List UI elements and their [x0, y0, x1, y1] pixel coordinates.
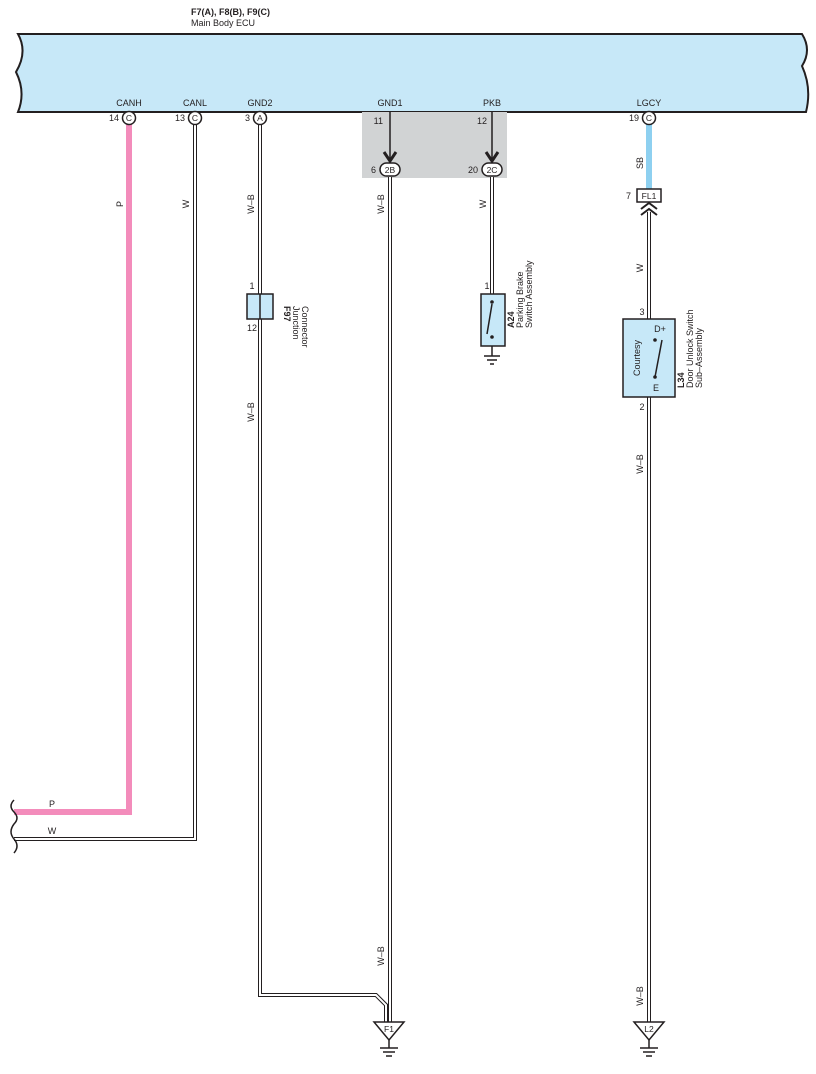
connector-2b: 2B: [379, 151, 401, 177]
pin-pkb-lower: 20: [468, 165, 478, 175]
pin-fl1: 7: [626, 191, 631, 201]
f97-line2: Connector: [300, 306, 310, 348]
l34-line1: Door Unlock Switch: [685, 309, 695, 388]
svg-text:C: C: [646, 113, 652, 123]
pin-lgcy: 19: [629, 113, 639, 123]
connector-canl: C: [187, 110, 203, 126]
wire-label-w-pkb: W: [478, 199, 488, 208]
svg-text:L2: L2: [644, 1024, 654, 1034]
ground-l2: L2: [632, 1021, 666, 1057]
svg-text:2B: 2B: [385, 165, 396, 175]
pin-pkb: 12: [477, 116, 487, 126]
connector-canh: C: [121, 110, 137, 126]
wire-label-w-fl1: W: [635, 263, 645, 272]
pin-gnd1-lower: 6: [371, 165, 376, 175]
wire-gnd2-outline: [258, 124, 388, 1024]
pin-canl: 13: [175, 113, 185, 123]
svg-text:C: C: [192, 113, 198, 123]
pin-f97-top: 1: [249, 281, 254, 291]
wire-label-p-vertical: P: [115, 201, 125, 207]
f97-code: F97: [282, 306, 292, 322]
svg-text:C: C: [126, 113, 132, 123]
svg-text:F1: F1: [384, 1024, 394, 1034]
pin-l34-top: 3: [639, 307, 644, 317]
pin-canh: 14: [109, 113, 119, 123]
terminal-gnd1: GND1: [377, 98, 402, 108]
l34-code: L34: [676, 372, 686, 388]
wire-canl-outline: [14, 124, 197, 841]
pin-a24: 1: [484, 281, 489, 291]
a24-line2: Switch Assembly: [524, 260, 534, 328]
parking-brake-switch-a24: [480, 293, 506, 365]
l34-e: E: [653, 383, 659, 393]
a24-code: A24: [506, 311, 516, 328]
ecu-name: Main Body ECU: [191, 18, 255, 28]
wire-label-w-horizontal: W: [48, 826, 57, 836]
wire-label-p-horizontal: P: [49, 799, 55, 809]
wire-canh-pink: [14, 124, 132, 815]
wire-break-mark: [10, 799, 18, 854]
svg-text:FL1: FL1: [642, 191, 657, 201]
terminal-pkb: PKB: [483, 98, 501, 108]
terminal-canh: CANH: [116, 98, 142, 108]
wire-label-sb: SB: [635, 157, 645, 169]
wire-label-wb-gnd1-upper: W–B: [376, 194, 386, 214]
ground-f1: F1: [372, 1021, 406, 1057]
connector-gnd2: A: [252, 110, 268, 126]
ecu-code: F7(A), F8(B), F9(C): [191, 7, 270, 17]
l34-line2: Sub–Assembly: [694, 327, 704, 388]
pin-f97-bottom: 12: [247, 323, 257, 333]
connector-lgcy: C: [641, 110, 657, 126]
junction-connector-f97: [246, 293, 274, 320]
wire-label-wb-gnd2-upper: W–B: [246, 194, 256, 214]
connector-fl1: FL1: [636, 188, 662, 216]
terminal-lgcy: LGCY: [637, 98, 662, 108]
f97-line1: Junction: [291, 306, 301, 340]
wire-label-wb-gnd2-lower: W–B: [246, 402, 256, 422]
svg-text:A: A: [257, 113, 263, 123]
a24-line1: Parking Brake: [515, 271, 525, 328]
connector-2c: 2C: [481, 151, 503, 177]
terminal-canl: CANL: [183, 98, 207, 108]
pin-gnd2: 3: [245, 113, 250, 123]
door-unlock-switch-l34: [622, 318, 676, 398]
wire-label-wb-l34-lower: W–B: [635, 986, 645, 1006]
wire-label-w-canl: W: [181, 199, 191, 208]
pin-l34-bottom: 2: [639, 402, 644, 412]
terminal-gnd2: GND2: [247, 98, 272, 108]
svg-text:2C: 2C: [487, 165, 498, 175]
wire-label-wb-l34-upper: W–B: [635, 454, 645, 474]
l34-inner: Courtesy: [632, 339, 642, 376]
pin-gnd1: 11: [374, 116, 383, 126]
wire-label-wb-gnd1-lower: W–B: [376, 946, 386, 966]
l34-dplus: D+: [654, 324, 666, 334]
